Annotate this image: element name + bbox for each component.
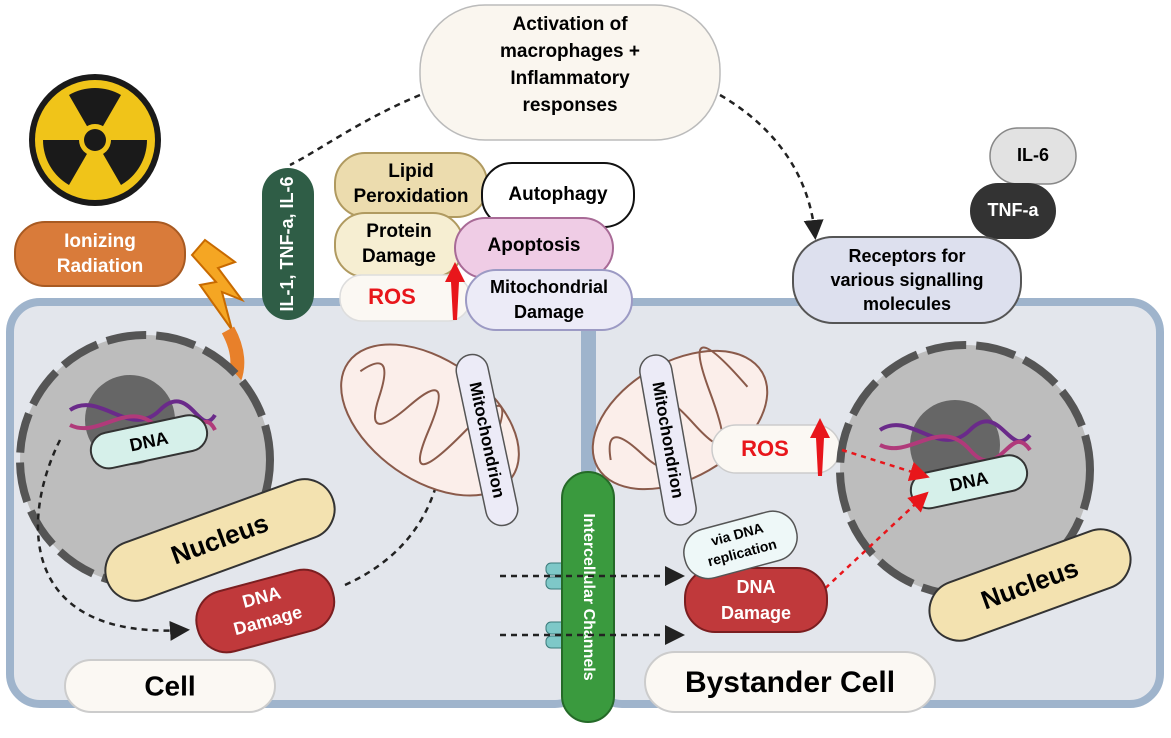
svg-text:Radiation: Radiation <box>57 256 144 277</box>
svg-text:IL-6: IL-6 <box>1017 145 1049 165</box>
bystander-dna-damage: DNA Damage <box>684 567 828 633</box>
bystander-mitochondrion-label: Mitochondrion <box>639 354 697 526</box>
arrow-to-cytokines <box>289 93 421 167</box>
svg-text:Mitochondrial: Mitochondrial <box>490 277 608 297</box>
cytokines-pill: IL-1, TNF-a, IL-6 <box>262 168 314 320</box>
svg-text:Apoptosis: Apoptosis <box>488 235 581 256</box>
svg-text:Damage: Damage <box>362 246 436 267</box>
increase-arrow-icon <box>810 418 830 476</box>
svg-text:Autophagy: Autophagy <box>508 184 608 205</box>
arrow-ros-to-dna <box>841 448 930 482</box>
svg-text:Cell: Cell <box>144 670 195 701</box>
effect-ros: ROS <box>339 262 471 322</box>
svg-text:Activation of: Activation of <box>512 14 628 35</box>
bystander-nucleus-label: Nucleus <box>928 528 1132 642</box>
svg-text:ROS: ROS <box>741 436 789 461</box>
tnfa-molecule: TNF-a <box>970 183 1056 239</box>
il6-molecule: IL-6 <box>989 127 1077 185</box>
svg-text:Peroxidation: Peroxidation <box>353 186 468 207</box>
bystander-dna-label: DNA <box>909 454 1029 510</box>
bystander-cell-label: Bystander Cell <box>644 651 936 713</box>
svg-text:Receptors for: Receptors for <box>848 246 965 266</box>
cell-dna-damage: DNA Damage <box>195 568 336 654</box>
arrow-nucleus-to-dna-damage <box>36 439 190 641</box>
svg-text:Intercellular Channels: Intercellular Channels <box>580 513 597 680</box>
svg-text:Bystander Cell: Bystander Cell <box>685 666 895 699</box>
svg-text:Inflammatory: Inflammatory <box>510 68 630 89</box>
svg-text:responses: responses <box>522 95 617 116</box>
effect-autophagy: Autophagy <box>481 162 635 228</box>
svg-text:Lipid: Lipid <box>388 161 433 182</box>
cell-label: Cell <box>64 659 276 713</box>
ionizing-radiation-label: Ionizing Radiation <box>14 221 186 287</box>
arrow-to-receptors <box>719 93 824 240</box>
effect-apoptosis: Apoptosis <box>454 217 614 279</box>
svg-text:Protein: Protein <box>366 221 431 242</box>
svg-text:TNF-a: TNF-a <box>988 200 1040 220</box>
via-dna-replication-label: via DNA replication <box>683 510 798 580</box>
svg-text:IL-1, TNF-a, IL-6: IL-1, TNF-a, IL-6 <box>277 177 297 312</box>
svg-text:DNA: DNA <box>737 577 776 597</box>
svg-text:macrophages +: macrophages + <box>500 41 640 62</box>
svg-text:molecules: molecules <box>863 294 951 314</box>
svg-text:Damage: Damage <box>721 603 791 623</box>
receptors-pill: Receptors for various signalling molecul… <box>792 236 1022 324</box>
radiation-hazard-icon <box>29 74 161 206</box>
effect-mitochondrial-damage: Mitochondrial Damage <box>465 269 633 331</box>
svg-text:Ionizing: Ionizing <box>64 231 136 252</box>
svg-text:various signalling: various signalling <box>830 270 983 290</box>
arrow-dna-damage-to-dna <box>817 491 929 596</box>
intercellular-channels-pill: Intercellular Channels <box>561 471 615 723</box>
cell-dna-label: DNA <box>89 414 209 470</box>
svg-text:ROS: ROS <box>368 284 416 309</box>
activation-bubble: Activation of macrophages + Inflammatory… <box>419 4 721 141</box>
lightning-icon <box>190 238 245 331</box>
svg-text:Damage: Damage <box>514 302 584 322</box>
increase-arrow-icon <box>445 262 465 320</box>
effect-protein-damage: Protein Damage <box>334 212 464 278</box>
effect-lipid-peroxidation: Lipid Peroxidation <box>334 152 488 218</box>
bystander-ros: ROS <box>711 418 841 476</box>
